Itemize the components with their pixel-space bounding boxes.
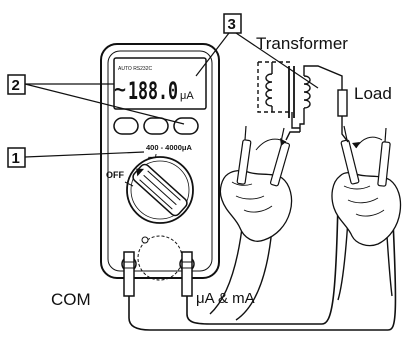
lcd-ac-symbol: ~: [114, 77, 126, 101]
right-probe-1: [340, 139, 360, 185]
primary-dashed-wire: [257, 61, 292, 113]
meter-inner-frame: [107, 50, 213, 272]
callouts: 3 2 1: [7, 13, 319, 168]
button-middle[interactable]: [143, 117, 169, 135]
button-left[interactable]: [113, 117, 139, 135]
callout-1-pointer: [24, 151, 145, 158]
right-hand: [331, 172, 402, 247]
com-label: COM: [51, 290, 91, 309]
range-label: 400 - 4000μA: [146, 143, 192, 152]
com-plug: [123, 251, 135, 297]
callout-3-pointer-a: [195, 32, 230, 77]
com-cable: [128, 199, 397, 331]
left-probe-1: [236, 139, 252, 185]
lcd-unit: μA: [180, 90, 194, 102]
ua-cable: [186, 199, 339, 325]
callout-2-pointer-b: [24, 83, 185, 125]
secondary-wire: [291, 65, 343, 132]
rotary-knob[interactable]: [130, 161, 189, 217]
jack-small: [141, 236, 149, 244]
right-motion-arrow: [355, 136, 383, 149]
off-tick: [124, 181, 134, 187]
left-hand: [219, 170, 293, 242]
transformer-circuit: [257, 61, 349, 143]
ua-plug: [181, 251, 193, 297]
callout-3-box: [223, 13, 242, 34]
ua-ma-label: μA & mA: [196, 290, 255, 307]
callout-2-label: 2: [12, 77, 20, 94]
multimeter: AUTO RS232C ~ 188.0 μA 400 - 4000μA ⎓/~ …: [100, 43, 220, 281]
lcd-reading: 188.0: [128, 77, 178, 105]
lcd-mode-text: AUTO RS232C: [118, 66, 152, 72]
right-probe-2: [377, 141, 391, 187]
test-leads: [123, 177, 397, 331]
callout-3-label: 3: [228, 16, 236, 33]
left-probe-2: [269, 141, 291, 187]
callout-1-box: [7, 147, 26, 168]
rotary-switch-inner: [130, 160, 190, 220]
right-hand-probes: [331, 125, 402, 247]
callout-1-label: 1: [12, 150, 20, 167]
load-resistor: [337, 89, 348, 117]
transformer-label: Transformer: [256, 34, 348, 53]
callout-3-pointer-b: [235, 32, 319, 89]
primary-coil: [265, 73, 273, 107]
load-label: Load: [354, 84, 392, 103]
button-right[interactable]: [173, 117, 199, 135]
left-hand-probes: [219, 125, 293, 242]
off-label: OFF: [106, 170, 124, 180]
